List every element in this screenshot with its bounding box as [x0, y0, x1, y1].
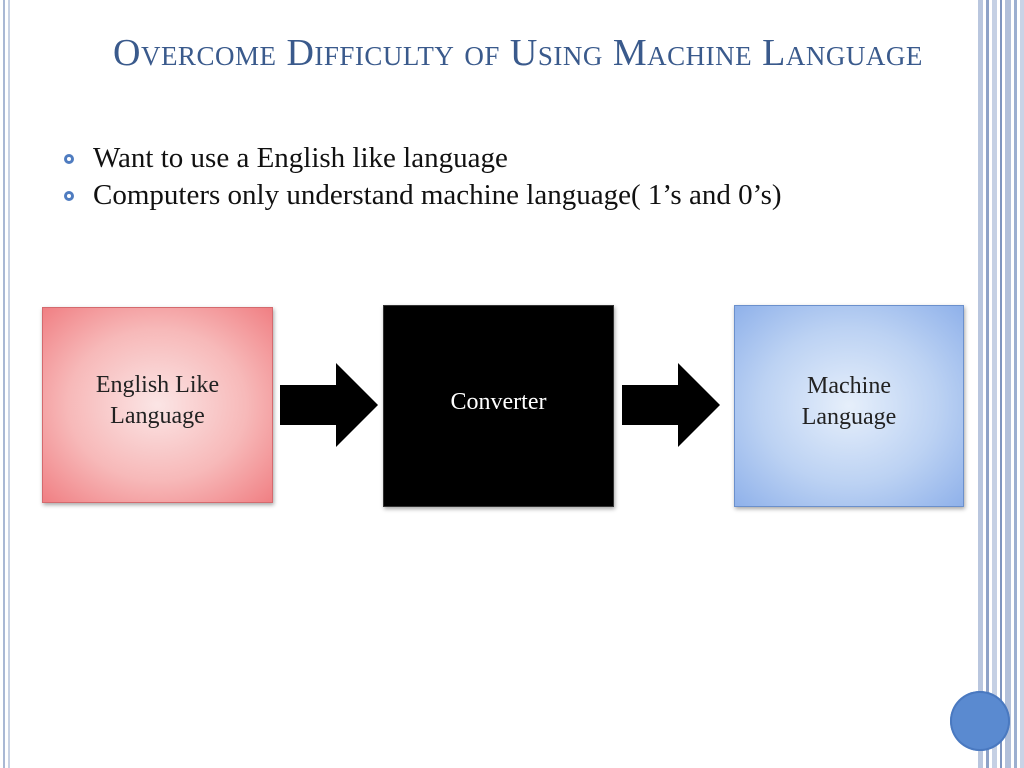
converter-box: Converter [383, 305, 614, 507]
stripe [1000, 0, 1002, 768]
box-label: English Like [95, 372, 220, 398]
bullet-item: Want to use a English like language [62, 142, 942, 175]
stripe [1014, 0, 1017, 768]
border-line [3, 0, 5, 768]
ring-bullet-icon [64, 191, 74, 201]
slide-title: Overcome Difficulty of Using Machine Lan… [113, 32, 923, 74]
right-arrow-icon [280, 363, 378, 447]
slide-nav-circle[interactable] [950, 691, 1010, 751]
bullet-item: Computers only understand machine langua… [62, 179, 942, 212]
box-label: Machine [807, 373, 891, 399]
bullet-text: Computers only understand machine langua… [93, 179, 782, 211]
ring-bullet-icon [64, 154, 74, 164]
arrow-shape [280, 363, 378, 447]
box-label: Converter [450, 388, 547, 415]
bullet-list: Want to use a English like language Comp… [62, 142, 942, 216]
right-arrow-icon [622, 363, 720, 447]
arrow-shape [622, 363, 720, 447]
left-border-decoration [0, 0, 12, 768]
box-label: Language [110, 403, 205, 429]
border-line [8, 0, 10, 768]
box-label: Language [801, 404, 897, 430]
stripe [986, 0, 989, 768]
stripe [978, 0, 983, 768]
bullet-text: Want to use a English like language [93, 142, 508, 174]
right-stripe-decoration [978, 0, 1024, 768]
english-like-language-box: English Like Language [42, 307, 273, 503]
machine-language-box: Machine Language [734, 305, 964, 507]
stripe [1020, 0, 1024, 768]
stripe [1005, 0, 1011, 768]
stripe [992, 0, 997, 768]
